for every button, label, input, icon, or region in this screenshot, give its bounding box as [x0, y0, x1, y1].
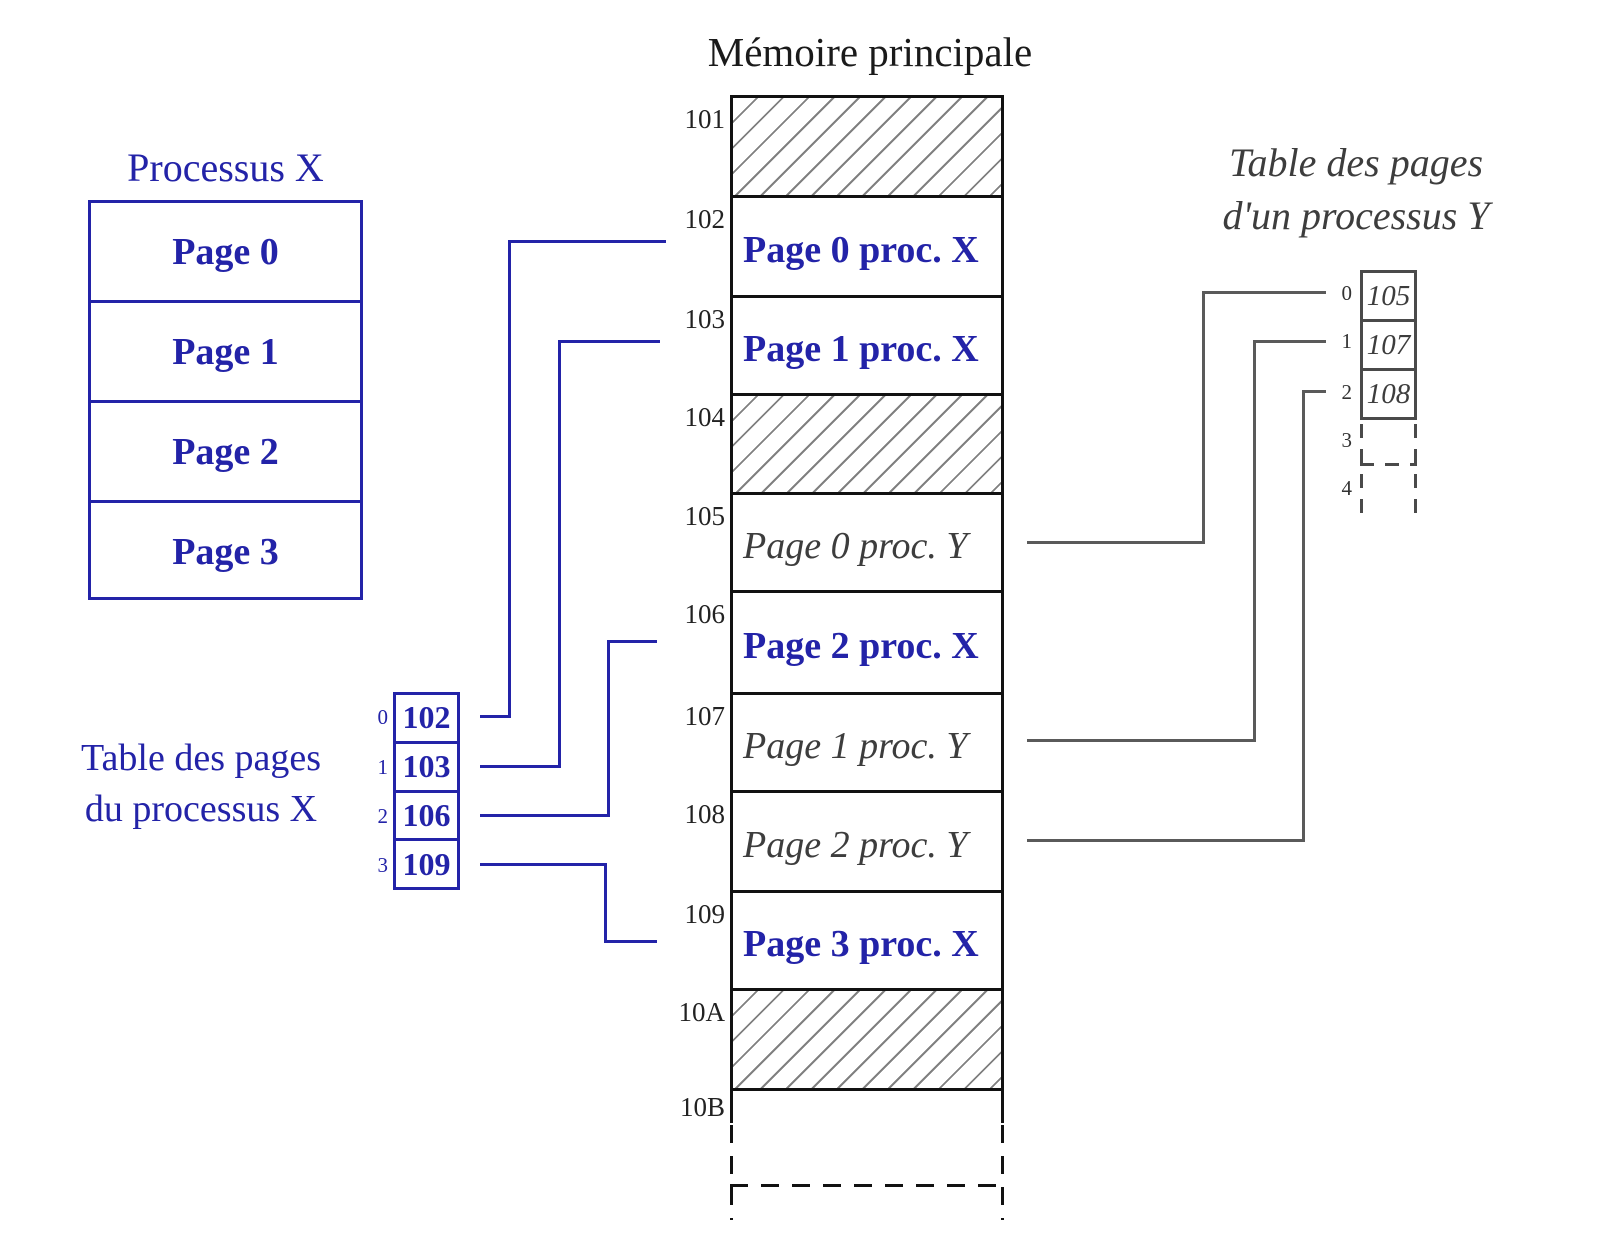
connector-x2-vertical — [607, 640, 610, 817]
connector-x3-stub — [480, 863, 607, 866]
memory-frame-106: 106 Page 2 proc. X — [685, 593, 1001, 695]
process-x-page-2: Page 2 — [91, 403, 360, 503]
hatched-area — [733, 396, 1001, 492]
page-table-x-label-line1: Table des pages — [80, 737, 322, 779]
connector-x2-stub — [480, 814, 610, 817]
frame-address-label: 103 — [684, 304, 726, 334]
memory-frame-109: 109 Page 3 proc. X — [685, 893, 1001, 991]
memory-frame-104: 104 — [685, 396, 1001, 495]
hatched-area — [733, 98, 1001, 195]
memory-continuation-dash-right — [1001, 1125, 1004, 1220]
connector-y1-to-entry-1 — [1253, 340, 1326, 343]
page-table-y-entry-1: 107 — [1363, 322, 1414, 371]
page-table-x-label-line2: du processus X — [84, 788, 318, 830]
frame-address-label: 108 — [684, 799, 726, 829]
frame-content: Page 0 proc. X — [743, 228, 979, 271]
page-table-x-index-0: 0 — [377, 705, 389, 729]
connector-x0-stub — [480, 715, 508, 718]
connector-y1-from-frame-107 — [1027, 739, 1256, 742]
page-table-y-index-1: 1 — [1341, 329, 1353, 353]
hatched-area — [733, 991, 1001, 1088]
memory-frame-107: 107 Page 1 proc. Y — [685, 695, 1001, 793]
main-memory-column: 101 102 Page 0 proc. X 103 Page 1 proc. … — [679, 95, 1004, 1091]
connector-x0-vertical — [508, 240, 511, 718]
page-table-y-index-2: 2 — [1341, 380, 1353, 404]
connector-x2-to-frame-106 — [607, 640, 657, 643]
connector-x0-to-frame-102 — [508, 240, 666, 243]
frame-content: Page 2 proc. Y — [743, 823, 968, 866]
connector-y2-vertical — [1302, 390, 1305, 842]
memory-continuation-dash-left — [730, 1125, 733, 1220]
page-table-x: 102 103 106 109 — [393, 692, 460, 890]
connector-y0-to-entry-0 — [1202, 291, 1326, 294]
memory-frame-101: 101 — [685, 98, 1001, 198]
memory-frame-10B: 10B — [680, 1088, 1004, 1123]
memory-frame-10A: 10A — [679, 991, 1001, 1088]
connector-x1-stub — [480, 765, 558, 768]
page-table-y-pending-dash-right — [1414, 424, 1417, 514]
frame-address-label: 107 — [684, 701, 726, 731]
page-table-x-index-2: 2 — [377, 804, 389, 828]
frame-content: Page 3 proc. X — [743, 922, 979, 965]
frame-content: Page 2 proc. X — [743, 624, 979, 667]
page-table-y-entry-2: 108 — [1366, 377, 1411, 410]
main-memory-title: Mémoire principale — [707, 29, 1033, 75]
page-table-y-pending-dash-divider — [1360, 463, 1417, 466]
memory-frame-108: 108 Page 2 proc. Y — [685, 793, 1001, 893]
frame-content: Page 1 proc. Y — [743, 724, 968, 767]
frame-address-label: 10B — [679, 1092, 725, 1122]
page-table-y-index-3: 3 — [1341, 428, 1353, 452]
connector-x3-to-frame-109 — [604, 940, 657, 943]
frame-address-label: 101 — [684, 104, 726, 134]
page-table-x-index-1: 1 — [377, 755, 389, 779]
page-table-x-index-3: 3 — [377, 853, 389, 877]
frame-address-label: 102 — [684, 204, 726, 234]
frame-address-label: 106 — [684, 599, 726, 629]
process-x-page-1: Page 1 — [91, 303, 360, 403]
page-table-x-entry-2: 106 — [396, 793, 457, 842]
memory-frame-102: 102 Page 0 proc. X — [685, 198, 1001, 298]
connector-x1-to-frame-103 — [558, 340, 660, 343]
frame-address-label: 105 — [684, 501, 726, 531]
page-table-x-entry-3: 109 — [402, 845, 451, 882]
frame-address-label: 109 — [684, 899, 726, 929]
memory-frame-105: 105 Page 0 proc. Y — [685, 495, 1001, 593]
page-table-y-title-line2: d'un processus Y — [1222, 193, 1490, 238]
page-table-y-title-line1: Table des pages — [1228, 140, 1484, 185]
page-table-y-entry-0: 105 — [1363, 273, 1414, 322]
connector-y0-vertical — [1202, 291, 1205, 544]
page-table-x-entry-1: 103 — [396, 744, 457, 793]
memory-continuation-dash-bottom — [730, 1184, 1004, 1187]
process-x-box: Page 0 Page 1 Page 2 Page 3 — [88, 200, 363, 600]
connector-x3-vertical — [604, 863, 607, 943]
page-table-x-entry-0: 102 — [396, 695, 457, 744]
page-table-y: 105 107 108 — [1360, 270, 1417, 420]
frame-address-label: 104 — [684, 402, 726, 432]
process-x-page-3: Page 3 — [172, 530, 279, 573]
frame-content: Page 0 proc. Y — [743, 524, 968, 567]
memory-frame-103: 103 Page 1 proc. X — [685, 298, 1001, 396]
connector-x1-vertical — [558, 340, 561, 768]
connector-y2-from-frame-108 — [1027, 839, 1305, 842]
page-table-x-label: Table des pages du processus X — [40, 733, 362, 835]
page-table-y-title: Table des pages d'un processus Y — [1180, 136, 1532, 242]
connector-y2-to-entry-2 — [1302, 390, 1326, 393]
process-x-title: Processus X — [127, 145, 324, 190]
connector-y1-vertical — [1253, 340, 1256, 742]
page-table-y-index-0: 0 — [1341, 281, 1353, 305]
frame-content: Page 1 proc. X — [743, 327, 979, 370]
page-table-y-index-4: 4 — [1341, 476, 1353, 500]
process-x-page-0: Page 0 — [91, 203, 360, 303]
frame-address-label: 10A — [678, 997, 726, 1027]
page-table-y-pending-dash-left — [1360, 424, 1363, 514]
connector-y0-from-frame-105 — [1027, 541, 1205, 544]
